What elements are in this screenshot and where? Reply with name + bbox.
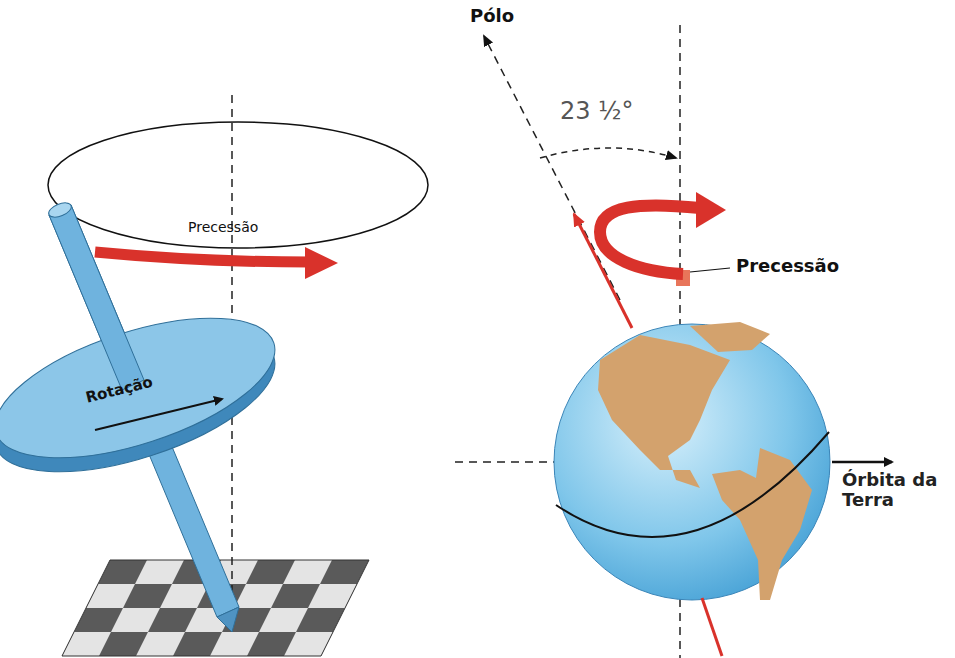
earth-figure bbox=[455, 25, 892, 658]
angle-label: 23 ½° bbox=[560, 98, 633, 124]
orbit-label: Órbita da Terra bbox=[842, 470, 946, 510]
precession-label: Precessão bbox=[188, 220, 258, 235]
precession-label: Precessão bbox=[736, 256, 839, 276]
spinning-top bbox=[0, 95, 428, 656]
pole-label: Pólo bbox=[470, 6, 514, 26]
